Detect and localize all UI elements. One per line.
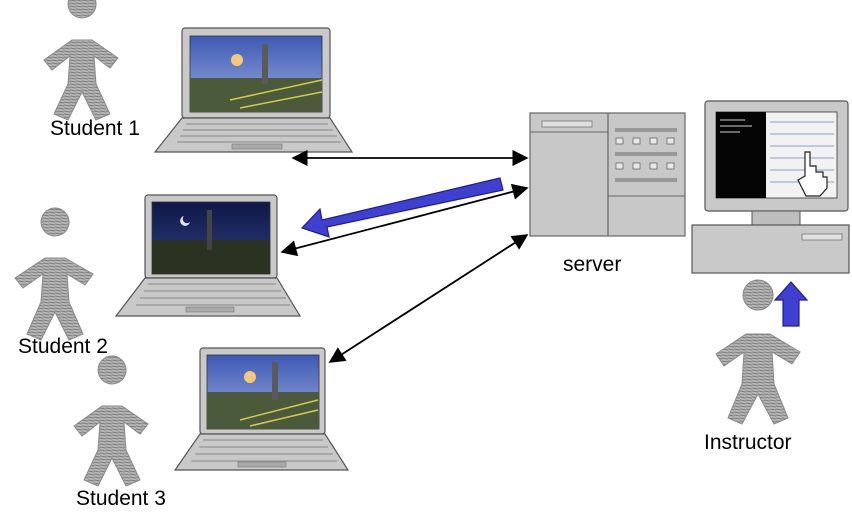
person-icon: [43, 0, 119, 121]
broadcast-arrow: [300, 177, 504, 238]
control-arrow: [773, 281, 809, 327]
instructor-figure: [715, 279, 801, 425]
server-label: server: [563, 253, 622, 276]
laptop-student-3: [173, 347, 350, 471]
person-icon: [14, 207, 94, 341]
laptop-student-2: [114, 194, 302, 317]
student-2-figure: [14, 207, 94, 341]
student-1-label: Student 1: [50, 117, 140, 140]
link-student2-server: [280, 183, 529, 257]
student-3-figure: [73, 355, 149, 487]
student-3-label: Student 3: [76, 487, 166, 510]
desktop-computer-icon: [691, 100, 850, 274]
student-1-figure: [43, 0, 119, 121]
laptop-student-1: [153, 27, 354, 153]
instructor-label: Instructor: [704, 431, 792, 454]
person-icon: [715, 279, 801, 425]
person-icon: [73, 355, 149, 487]
server-icon: [529, 112, 686, 237]
hand-pointer-icon: [797, 151, 828, 197]
student-2-label: Student 2: [18, 335, 108, 358]
link-student3-server: [328, 234, 529, 363]
